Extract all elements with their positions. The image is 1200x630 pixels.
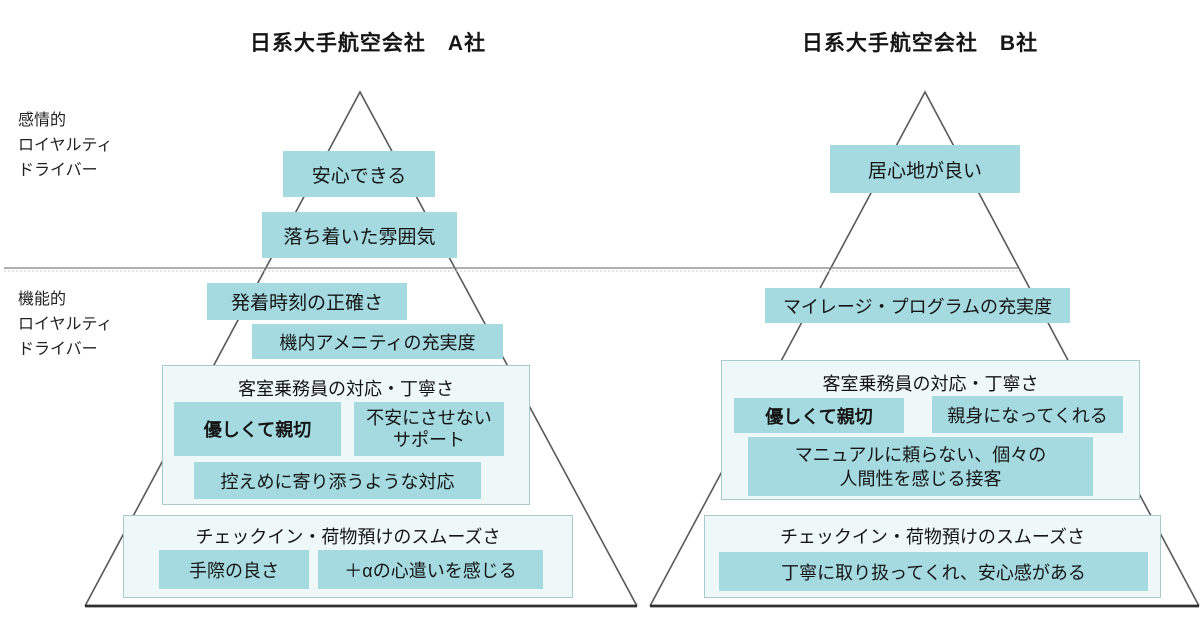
group-cabin-crew-a: 客室乗務員の対応・丁寧さ 優しくて親切 不安にさせない サポート 控えめに寄り添… [162,365,530,505]
box-amenities: 機内アメニティの充実度 [252,324,503,359]
box-kind-gentle-b: 優しくて親切 [734,398,904,433]
box-mileage-program: マイレージ・プログラムの充実度 [765,288,1070,323]
emotional-driver-line1: 感情的 [18,112,67,129]
company-a-title: 日系大手航空会社 A社 [249,32,487,55]
box-individual-hospitality-line1: マニュアルに頼らない、個々の [794,444,1047,465]
group-checkin-a: チェックイン・荷物預けのスムーズさ 手際の良さ ＋αの心遣いを感じる [123,515,573,598]
box-comfortable: 居心地が良い [830,145,1020,193]
box-empathetic: 親身になってくれる [932,396,1123,433]
emotional-driver-line3: ドライバー [18,162,98,179]
company-b-title: 日系大手航空会社 B社 [801,32,1039,55]
box-modest-attentive: 控えめに寄り添うような対応 [194,462,481,499]
group-checkin-a-header: チェックイン・荷物預けのスムーズさ [195,527,501,547]
box-reassuring-support-line1: 不安にさせない [366,408,492,428]
group-checkin-b: チェックイン・荷物預けのスムーズさ 丁寧に取り扱ってくれ、安心感がある [704,515,1161,598]
functional-driver-line3: ドライバー [18,341,98,358]
box-extra-care: ＋αの心遣いを感じる [318,550,543,589]
functional-driver-label: 機能的 ロイヤルティ ドライバー [18,287,113,362]
group-checkin-b-header: チェックイン・荷物預けのスムーズさ [779,527,1086,547]
emotional-driver-line2: ロイヤルティ [18,137,113,154]
box-kind-gentle-a: 優しくて親切 [174,402,341,456]
box-feel-secure: 安心できる [283,151,435,197]
group-cabin-crew-a-header: 客室乗務員の対応・丁寧さ [238,379,454,399]
box-calm-atmosphere: 落ち着いた雰囲気 [262,212,457,258]
group-cabin-crew-b: 客室乗務員の対応・丁寧さ 優しくて親切 親身になってくれる マニュアルに頼らない… [721,360,1140,500]
box-punctuality: 発着時刻の正確さ [207,283,407,320]
box-individual-hospitality-line2: 人間性を感じる接客 [839,468,1002,489]
functional-driver-line1: 機能的 [18,291,67,308]
box-reassuring-support-line2: サポート [393,430,465,450]
box-careful-handling: 丁寧に取り扱ってくれ、安心感がある [719,552,1148,591]
box-individual-hospitality: マニュアルに頼らない、個々の 人間性を感じる接客 [748,437,1093,496]
box-efficiency: 手際の良さ [159,550,309,589]
group-cabin-crew-b-header: 客室乗務員の対応・丁寧さ [822,374,1039,394]
box-reassuring-support: 不安にさせない サポート [354,402,504,456]
functional-driver-line2: ロイヤルティ [18,316,113,333]
emotional-driver-label: 感情的 ロイヤルティ ドライバー [18,108,113,183]
